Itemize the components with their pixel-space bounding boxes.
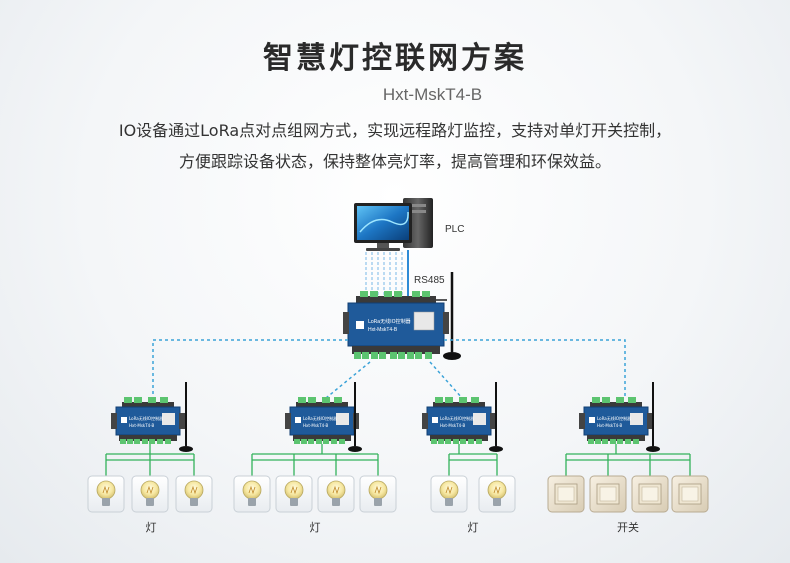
wall-switch-icon [671, 475, 709, 513]
wall-switch-icon [631, 475, 669, 513]
node3-model-text: Hxt-MskT4-B [440, 423, 466, 428]
node3-device-text: LoRa无线IO控制器 [440, 415, 474, 421]
description-line-1: IO设备通过LoRa点对点组网方式，实现远程路灯监控，支持对单灯开关控制， [118, 121, 672, 140]
wall-switch-icon [589, 475, 627, 513]
master-antenna-icon [436, 272, 461, 360]
node1-device-text: LoRa无线IO控制器 [129, 415, 163, 421]
group-label-1: 灯 [145, 521, 157, 534]
lora-links [152, 339, 626, 399]
light-bulb-icon [275, 475, 313, 513]
master-controller: LoRa无线IO控制器 Hxt-MskT4-B [343, 291, 449, 359]
model-subtitle: Hxt-MskT4-B [382, 85, 483, 104]
light-bulb-icon [87, 475, 125, 513]
description-line-2: 方便跟踪设备状态，保持整体亮灯率，提高管理和环保效益。 [178, 152, 611, 171]
master-model-text: Hxt-MskT4-B [368, 327, 398, 333]
light-bulb-icon [359, 475, 397, 513]
group-label-2: 灯 [309, 521, 321, 534]
light-bulb-icon [430, 475, 468, 513]
node1-model-text: Hxt-MskT4-B [129, 423, 155, 428]
node4-model-text: Hxt-MskT4-B [597, 423, 623, 428]
rs485-data-stream [365, 252, 403, 298]
light-bulb-icon [478, 475, 516, 513]
node-controller-3: LoRa无线IO控制器 Hxt-MskT4-B [422, 382, 503, 452]
node-controller-4: LoRa无线IO控制器 Hxt-MskT4-B [579, 382, 660, 452]
node4-device-text: LoRa无线IO控制器 [597, 415, 631, 421]
rs485-label: RS485 [414, 275, 445, 286]
wall-switch-icon [547, 475, 585, 513]
page-title: 智慧灯控联网方案 [263, 41, 527, 76]
light-bulb-icon [233, 475, 271, 513]
plc-label: PLC [445, 224, 464, 235]
pc-computer-icon [354, 198, 433, 251]
node-controller-2: LoRa无线IO控制器 Hxt-MskT4-B [285, 382, 362, 452]
node2-device-text: LoRa无线IO控制器 [303, 415, 337, 421]
group-label-3: 灯 [467, 521, 479, 534]
node2-model-text: Hxt-MskT4-B [303, 423, 329, 428]
output-wiring [105, 444, 691, 476]
group-label-4: 开关 [617, 521, 639, 534]
light-bulb-icon [317, 475, 355, 513]
light-bulb-icon [131, 475, 169, 513]
master-device-text: LoRa无线IO控制器 [368, 318, 411, 325]
light-bulb-icon [175, 475, 213, 513]
node-controller-1: LoRa无线IO控制器 Hxt-MskT4-B [111, 382, 193, 452]
